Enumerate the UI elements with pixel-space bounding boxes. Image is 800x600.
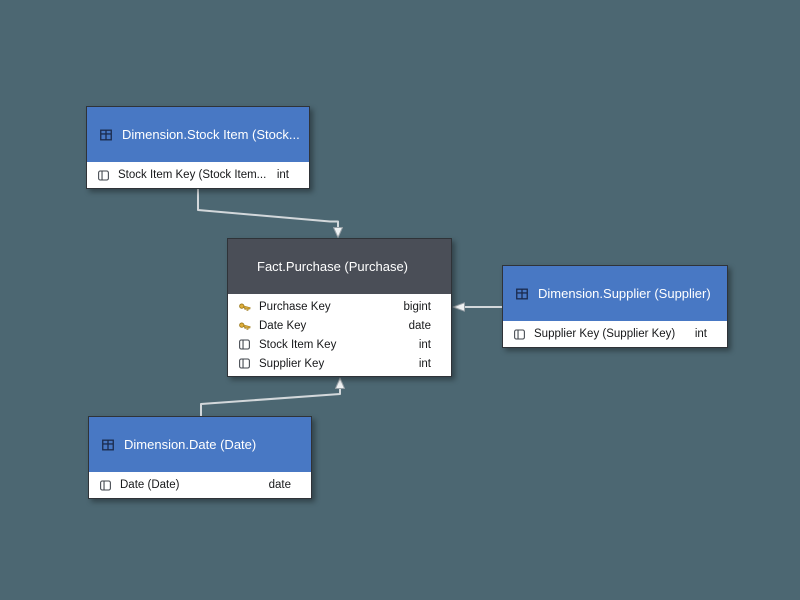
- arrowhead-down-icon: [333, 227, 343, 238]
- column-type: int: [418, 357, 431, 370]
- arrowhead-up-icon: [335, 377, 345, 389]
- column-name: Supplier Key (Supplier Key): [534, 328, 676, 340]
- column-name: Date Key: [259, 319, 307, 332]
- table-title: Dimension.Date (Date): [124, 437, 257, 452]
- column-type: int: [694, 328, 707, 340]
- column-type: int: [276, 169, 289, 181]
- column-row[interactable]: Supplier Key int: [228, 354, 451, 373]
- key-icon: [238, 300, 252, 314]
- table-grid-icon: [101, 438, 115, 452]
- connector-date-to-fact[interactable]: [200, 377, 345, 417]
- column-type: int: [418, 338, 431, 351]
- table-grid-icon: [515, 287, 529, 301]
- column-name: Purchase Key: [259, 300, 331, 313]
- column-type: date: [268, 479, 291, 491]
- column-row[interactable]: Supplier Key (Supplier Key) int: [503, 324, 727, 344]
- table-header[interactable]: Dimension.Stock Item (Stock...: [87, 107, 309, 162]
- column-type: bigint: [403, 300, 432, 313]
- column-name: Stock Item Key (Stock Item...: [118, 169, 267, 181]
- column-list: Date (Date) date: [89, 472, 311, 498]
- table-title: Dimension.Stock Item (Stock...: [122, 127, 299, 142]
- table-fact-purchase[interactable]: Fact.Purchase (Purchase) Purchase Key big…: [227, 238, 452, 377]
- column-row[interactable]: Date Key date: [228, 316, 451, 335]
- column-name: Stock Item Key: [259, 338, 337, 351]
- table-stock-item[interactable]: Dimension.Stock Item (Stock... Stock Ite…: [86, 106, 310, 189]
- table-header[interactable]: Dimension.Supplier (Supplier): [503, 266, 727, 321]
- column-name: Supplier Key: [259, 357, 325, 370]
- table-supplier[interactable]: Dimension.Supplier (Supplier) Supplier K…: [502, 265, 728, 348]
- table-header[interactable]: Dimension.Date (Date): [89, 417, 311, 472]
- column-list: Supplier Key (Supplier Key) int: [503, 321, 727, 347]
- column-icon: [513, 328, 527, 341]
- column-list: Stock Item Key (Stock Item... int: [87, 162, 309, 188]
- column-row[interactable]: Stock Item Key (Stock Item... int: [87, 165, 309, 185]
- arrowhead-left-icon: [452, 302, 465, 312]
- table-title: Fact.Purchase (Purchase): [257, 259, 409, 274]
- column-row[interactable]: Stock Item Key int: [228, 335, 451, 354]
- table-header[interactable]: Fact.Purchase (Purchase): [228, 239, 451, 294]
- column-icon: [238, 357, 252, 370]
- table-grid-icon: [99, 128, 113, 142]
- table-date[interactable]: Dimension.Date (Date) Date (Date) date: [88, 416, 312, 499]
- key-icon: [238, 319, 252, 333]
- table-title: Dimension.Supplier (Supplier): [538, 286, 711, 301]
- column-icon: [97, 169, 111, 182]
- column-row[interactable]: Purchase Key bigint: [228, 297, 451, 316]
- column-icon: [238, 338, 252, 351]
- column-row[interactable]: Date (Date) date: [89, 475, 311, 495]
- column-type: date: [408, 319, 431, 332]
- connector-stock-item-to-fact[interactable]: [197, 188, 343, 238]
- column-icon: [99, 479, 113, 492]
- column-name: Date (Date): [120, 479, 180, 491]
- connector-supplier-to-fact[interactable]: [452, 302, 502, 312]
